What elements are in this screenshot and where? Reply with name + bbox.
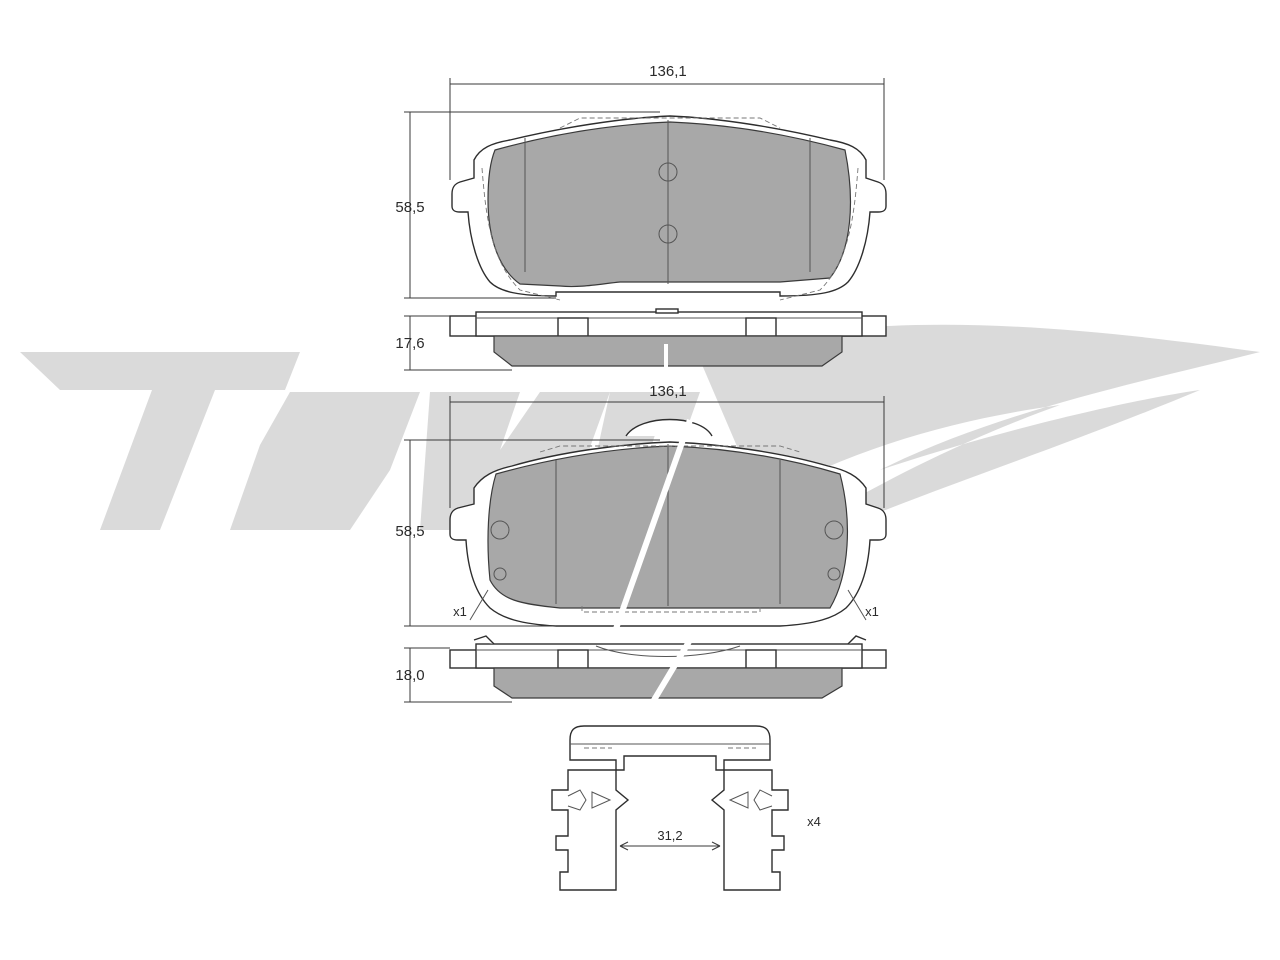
bottom-pad-front-view bbox=[404, 396, 887, 642]
clip-spacing-label: 31,2 bbox=[657, 828, 682, 843]
top-pad-width-label: 136,1 bbox=[649, 63, 687, 80]
clip-quantity-label: x4 bbox=[807, 814, 821, 829]
bottom-pad-height-label: 58,5 bbox=[395, 523, 424, 540]
bottom-pad-thickness-label: 18,0 bbox=[395, 667, 424, 684]
wear-indicator-left-qty: x1 bbox=[453, 604, 467, 619]
top-pad-front-view bbox=[404, 78, 887, 301]
retaining-clip-drawing bbox=[551, 725, 789, 891]
top-pad-thickness-label: 17,6 bbox=[395, 335, 424, 352]
top-pad-height-label: 58,5 bbox=[395, 199, 424, 216]
bottom-pad-side-view bbox=[404, 635, 887, 722]
bottom-pad-width-label: 136,1 bbox=[649, 383, 687, 400]
wear-indicator-right-qty: x1 bbox=[865, 604, 879, 619]
top-pad-side-view bbox=[404, 308, 887, 371]
